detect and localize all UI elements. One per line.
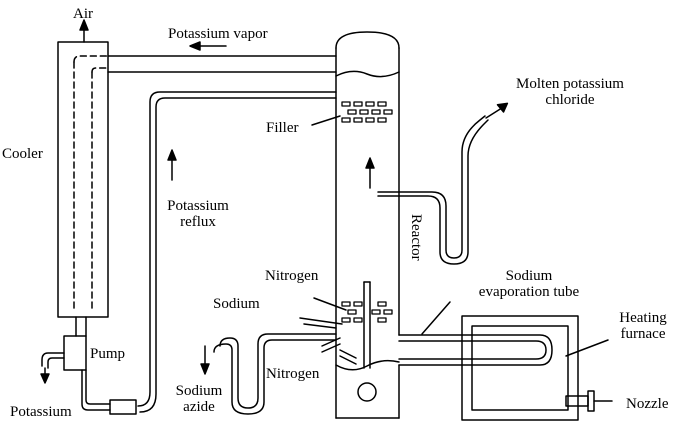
- nitrogen-bottom-arrow: [321, 337, 357, 365]
- sodium-azide-label-line1: Sodium: [175, 383, 223, 399]
- reactor-column: [335, 31, 400, 419]
- potassium-vapor-pipe: [107, 55, 337, 73]
- potassium-reflux-label-line1: Potassium: [167, 198, 229, 214]
- filler-leader: [311, 115, 341, 126]
- pump-label: Pump: [90, 346, 126, 362]
- air-label: Air: [73, 6, 93, 22]
- air-arrow: [79, 19, 89, 43]
- reactor-flow-arrow: [365, 157, 375, 189]
- sodium-azide-label-line2: azide: [183, 399, 215, 415]
- cooler-label: Cooler: [2, 146, 43, 162]
- sodium-label: Sodium: [213, 296, 260, 312]
- molten-kcl-pipe: [377, 102, 509, 265]
- molten-kcl-label-line2: chloride: [545, 92, 595, 108]
- probe-tube: [363, 281, 371, 369]
- nitrogen-top-arrow: [313, 297, 347, 311]
- heating-furnace: [461, 315, 613, 421]
- molten-kcl-label-line1: Molten potassium: [516, 76, 624, 92]
- potassium-reflux-pipe: [137, 91, 337, 413]
- heating-furnace-label-line2: furnace: [620, 326, 666, 342]
- sodium-inlet: [299, 317, 343, 329]
- cooler: [57, 41, 109, 318]
- sodium-azide-label: Sodium azide: [166, 383, 232, 415]
- sodium-evaporation-label-line1: Sodium: [505, 268, 553, 284]
- nitrogen-top-label: Nitrogen: [265, 268, 319, 284]
- nitrogen-bottom-label: Nitrogen: [266, 366, 320, 382]
- filler-top: [341, 101, 393, 123]
- sodium-evaporation-tube: [398, 334, 553, 366]
- sodium-evaporation-label: Sodium evaporation tube: [456, 268, 602, 300]
- potassium-vapor-label: Potassium vapor: [168, 26, 268, 42]
- sodium-azide-pipe: [200, 333, 337, 415]
- reflux-arrow: [167, 149, 177, 181]
- potassium-reflux-label: Potassium reflux: [156, 198, 240, 230]
- filler-label: Filler: [266, 120, 299, 136]
- heating-furnace-label-line1: Heating: [619, 310, 667, 326]
- nozzle-label: Nozzle: [626, 396, 669, 412]
- heating-furnace-label: Heating furnace: [606, 310, 680, 342]
- reactor-label: Reactor: [408, 214, 424, 261]
- potassium-reflux-label-line2: reflux: [180, 214, 216, 230]
- potassium-label: Potassium: [10, 404, 72, 420]
- molten-kcl-label: Molten potassium chloride: [500, 76, 640, 108]
- pump: [40, 316, 137, 415]
- sodium-evaporation-label-line2: evaporation tube: [478, 284, 580, 300]
- potassium-vapor-arrow: [189, 41, 227, 51]
- sodium-evap-leader: [421, 301, 451, 335]
- filler-bottom: [341, 301, 393, 323]
